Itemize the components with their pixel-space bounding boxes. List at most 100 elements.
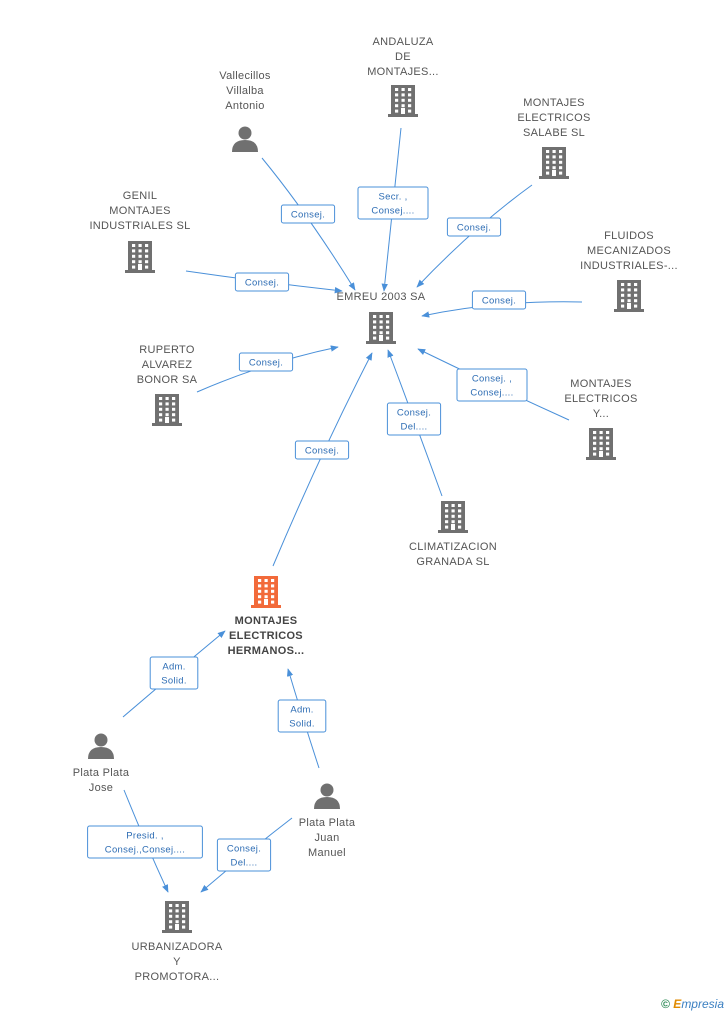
node-label: BONOR SA	[137, 374, 198, 386]
building-icon	[388, 85, 418, 117]
node-label: RUPERTO	[139, 344, 195, 356]
relation-box	[87, 825, 203, 859]
relation-text: Consej.	[245, 278, 279, 289]
relation-text: Consej....	[371, 206, 414, 217]
person-icon	[88, 733, 114, 759]
person-icon	[314, 783, 340, 809]
relation-text: Solid.	[161, 676, 187, 687]
relation-label-genil-to-emreu[interactable]: Consej.	[234, 272, 290, 292]
node-label: ANDALUZA	[372, 36, 433, 48]
brand-initial: E	[673, 997, 682, 1011]
node-label: MONTAJES	[109, 205, 170, 217]
relation-label-ruperto-to-emreu[interactable]: Consej.	[238, 352, 294, 372]
relation-text: Consej.	[457, 223, 491, 234]
relation-text: Presid. ,	[126, 831, 164, 842]
relation-label-salabe-to-emreu[interactable]: Consej.	[446, 217, 502, 237]
relation-text: Adm.	[162, 662, 185, 673]
node-genil[interactable]: GENIL MONTAJES INDUSTRIALES SL	[89, 190, 190, 273]
node-ruperto[interactable]: RUPERTO ALVAREZ BONOR SA	[137, 344, 198, 426]
node-label: HERMANOS...	[228, 645, 305, 657]
node-label: SALABE SL	[523, 127, 585, 139]
relation-label-montajes_y-to-emreu[interactable]: Consej. , Consej....	[456, 368, 528, 402]
node-andaluza[interactable]: ANDALUZADEMONTAJES...	[367, 36, 439, 117]
relation-box	[238, 352, 294, 372]
node-label: ELECTRICOS	[517, 112, 590, 124]
building-icon	[366, 312, 396, 344]
node-label: Y	[173, 956, 181, 968]
node-label: EMREU 2003 SA	[337, 291, 426, 303]
relation-text: Consej.,Consej....	[105, 845, 185, 856]
relation-text: Consej.	[227, 844, 261, 855]
node-label: Villalba	[226, 85, 264, 97]
relation-label-juan-to-urbanizadora[interactable]: Consej. Del....	[216, 838, 272, 872]
relation-label-fluidos-to-emreu[interactable]: Consej.	[471, 290, 527, 310]
edges-layer	[122, 127, 583, 893]
node-label: CLIMATIZACION	[409, 541, 497, 553]
relation-box	[234, 272, 290, 292]
relation-label-climatizacion-to-emreu[interactable]: Consej.Del....	[386, 402, 442, 436]
building-icon	[539, 147, 569, 179]
node-label: INDUSTRIALES-...	[580, 260, 678, 272]
node-label: Antonio	[225, 100, 264, 112]
node-montajes_y[interactable]: MONTAJES ELECTRICOS Y...	[564, 378, 637, 460]
building-icon	[586, 428, 616, 460]
relation-text: Consej.	[249, 358, 283, 369]
relation-text: Del....	[401, 422, 428, 433]
node-label: MECANIZADOS	[587, 245, 671, 257]
relation-box	[357, 186, 429, 220]
node-label: Vallecillos	[219, 70, 271, 82]
person-icon	[232, 126, 258, 152]
relation-label-hermanos-to-emreu[interactable]: Consej.	[294, 440, 350, 460]
building-icon	[152, 394, 182, 426]
relation-text: Consej....	[470, 388, 513, 399]
relation-text: Consej.	[305, 446, 339, 457]
relation-box	[149, 656, 199, 690]
relation-box	[294, 440, 350, 460]
node-label: GRANADA SL	[416, 556, 489, 568]
node-label: FLUIDOS	[604, 230, 654, 242]
node-label: Y...	[593, 408, 609, 420]
relation-box	[471, 290, 527, 310]
relation-text: Consej. ,	[472, 374, 512, 385]
relation-box	[446, 217, 502, 237]
node-urbanizadora[interactable]: URBANIZADORAYPROMOTORA...	[132, 901, 223, 983]
node-label: MONTAJES	[235, 615, 298, 627]
node-fluidos[interactable]: FLUIDOS MECANIZADOS INDUSTRIALES-...	[580, 230, 678, 312]
node-label: INDUSTRIALES SL	[89, 220, 190, 232]
relation-box	[277, 699, 327, 733]
empresia-brand[interactable]: © Empresia	[661, 997, 724, 1011]
node-label: GENIL	[123, 190, 158, 202]
relation-label-vallecillos-to-emreu[interactable]: Consej.	[280, 204, 336, 224]
building-icon	[438, 501, 468, 533]
relation-label-jose-to-urbanizadora[interactable]: Presid. , Consej.,Consej....	[87, 825, 203, 859]
relation-label-juan-to-hermanos[interactable]: Adm.Solid.	[277, 699, 327, 733]
node-label: ELECTRICOS	[564, 393, 637, 405]
building-icon	[162, 901, 192, 933]
brand-name: mpresia	[681, 997, 724, 1011]
node-label: Plata Plata	[73, 767, 130, 779]
relation-label-andaluza-to-emreu[interactable]: Secr. ,Consej....	[357, 186, 429, 220]
node-emreu[interactable]: EMREU 2003 SA	[337, 291, 426, 344]
node-label: Plata Plata	[299, 817, 356, 829]
relation-labels-layer: Secr. ,Consej.... Consej. Consej. Consej. Co…	[87, 186, 528, 872]
edge-vallecillos-to-emreu	[261, 157, 356, 291]
node-label: ALVAREZ	[142, 359, 193, 371]
node-label: MONTAJES	[570, 378, 631, 390]
relation-text: Consej.	[291, 210, 325, 221]
node-label: MONTAJES	[523, 97, 584, 109]
node-salabe[interactable]: MONTAJES ELECTRICOS SALABE SL	[517, 97, 590, 179]
relation-box	[456, 368, 528, 402]
node-hermanos[interactable]: MONTAJESELECTRICOSHERMANOS...	[228, 576, 305, 657]
relation-text: Del....	[231, 858, 258, 869]
relation-label-jose-to-hermanos[interactable]: Adm. Solid.	[149, 656, 199, 690]
relation-text: Solid.	[289, 719, 315, 730]
node-label: PROMOTORA...	[135, 971, 220, 983]
relation-box	[280, 204, 336, 224]
node-climatizacion[interactable]: CLIMATIZACION GRANADA SL	[409, 501, 497, 568]
node-label: Jose	[89, 782, 113, 794]
relation-box	[216, 838, 272, 872]
